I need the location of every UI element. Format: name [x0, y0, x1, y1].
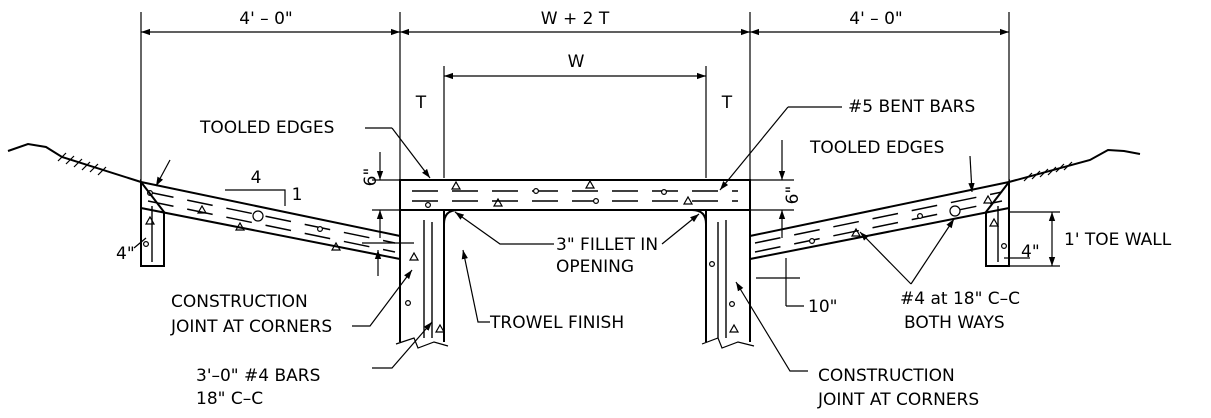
slab-thickness-right-dim: 6" [783, 186, 803, 205]
right-width-dim: 4' – 0" [849, 9, 902, 29]
left-apron-slab [140, 180, 401, 261]
toe-wall-label: 1' TOE WALL [1064, 230, 1172, 250]
leader-lines [352, 106, 975, 372]
slab-thickness-left-dimension [372, 152, 400, 238]
culvert-right-wall [705, 210, 751, 342]
rebar-spacing-line1: #4 at 18" C–C [900, 289, 1020, 309]
left-width-dim: 4' – 0" [239, 9, 292, 29]
wall-thickness-right-dim: T [721, 93, 733, 113]
overall-dimension-lines [140, 12, 1010, 182]
tooled-edges-right-label: TOOLED EDGES [809, 138, 944, 158]
apron-offset-dimension [756, 258, 804, 307]
center-width-dim: W + 2 T [541, 9, 610, 29]
ground-line-right [1008, 148, 1141, 183]
left-slab-offset-dimension [362, 242, 414, 276]
construction-joint-right-line1: CONSTRUCTION [818, 366, 955, 386]
slope-rise-label: 1 [292, 185, 303, 205]
dowel-bars-line1: 3'–0" #4 BARS [196, 366, 320, 386]
fillet-label-line2: OPENING [556, 257, 634, 277]
inner-width-dim: W [568, 52, 585, 72]
wall-thickness-left-dim: T [415, 93, 427, 113]
bent-bars-label: #5 BENT BARS [848, 97, 975, 117]
construction-joint-left-line1: CONSTRUCTION [171, 292, 308, 312]
tooled-edges-left-label: TOOLED EDGES [199, 118, 334, 138]
slab-thickness-left-dim: 6" [361, 168, 381, 187]
right-toe-wall [985, 179, 1010, 267]
apron-thickness-dim: 4" [116, 244, 135, 264]
left-toe-wall [140, 179, 165, 267]
apron-thickness-dimension [133, 159, 171, 249]
apron-offset-dim: 10" [808, 297, 837, 317]
fillet-label-line1: 3" FILLET IN [556, 235, 658, 255]
break-lines [395, 337, 755, 349]
slope-indicator [225, 189, 286, 206]
culvert-top-slab [399, 179, 751, 211]
slope-run-label: 4 [251, 168, 262, 188]
slab-thickness-right-dimension [750, 140, 794, 238]
culvert-left-wall [399, 210, 446, 342]
construction-joint-left-line2: JOINT AT CORNERS [170, 317, 332, 337]
toe-wall-width-dim: 4" [1021, 242, 1040, 262]
inner-width-dimension [443, 66, 707, 178]
trowel-finish-label: TROWEL FINISH [489, 313, 624, 333]
rebar-spacing-line2: BOTH WAYS [904, 313, 1005, 333]
dowel-bars-line2: 18" C–C [196, 389, 263, 409]
toe-wall-dimension [1004, 211, 1060, 267]
construction-joint-right-line2: JOINT AT CORNERS [817, 390, 979, 410]
ground-line-left [7, 142, 142, 183]
opening-fillets [443, 209, 707, 225]
